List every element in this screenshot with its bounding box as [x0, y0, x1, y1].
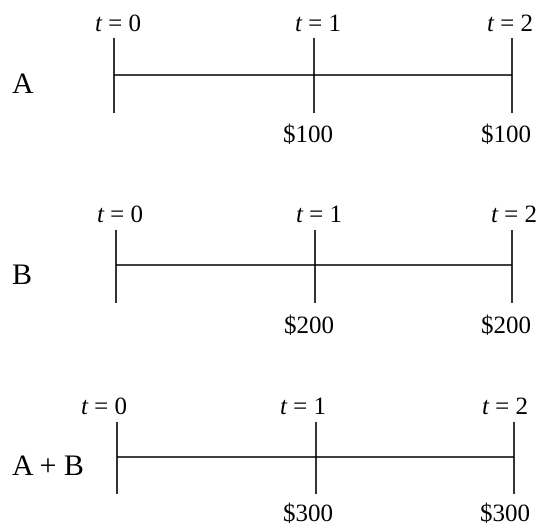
amount-label-t2: $200 [481, 312, 531, 339]
timeline-label: A + B [12, 449, 84, 482]
tick-label-t0: t = 0 [81, 393, 127, 420]
amount-label-t2: $300 [480, 500, 530, 527]
tick-label-t0: t = 0 [95, 10, 141, 37]
amount-label-t2: $100 [481, 121, 531, 148]
amount-label-t1: $100 [283, 121, 333, 148]
tick-label-t2: t = 2 [482, 393, 528, 420]
tick-label-t2: t = 2 [491, 201, 537, 228]
amount-label-t1: $300 [283, 500, 333, 527]
amount-label-t1: $200 [284, 312, 334, 339]
tick-label-t1: t = 1 [295, 10, 341, 37]
timeline-a-plus-b: A + B t = 0 t = 1 t = 2 $300 $300 [12, 393, 530, 527]
timeline-a: A t = 0 t = 1 t = 2 $100 $100 [12, 10, 533, 148]
timeline-label: B [12, 258, 32, 291]
timeline-label: A [12, 67, 34, 100]
tick-label-t1: t = 1 [296, 201, 342, 228]
tick-label-t1: t = 1 [280, 393, 326, 420]
tick-label-t2: t = 2 [487, 10, 533, 37]
timeline-b: B t = 0 t = 1 t = 2 $200 $200 [12, 201, 537, 339]
tick-label-t0: t = 0 [97, 201, 143, 228]
